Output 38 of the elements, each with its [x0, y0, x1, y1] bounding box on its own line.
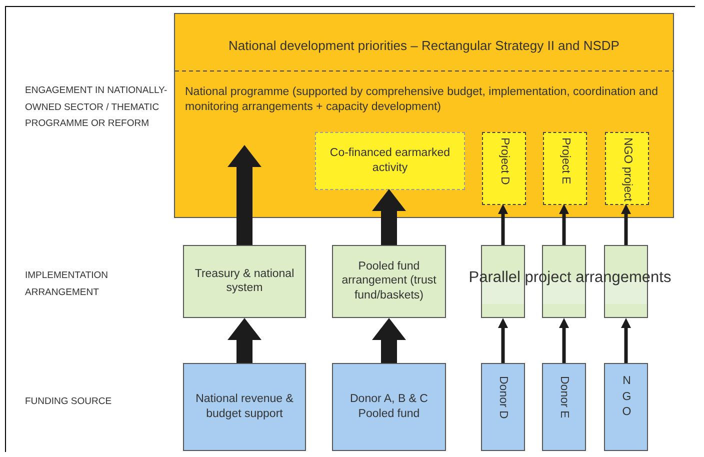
arrow: [498, 318, 508, 363]
project-box: [605, 132, 649, 205]
project-box: [482, 132, 526, 205]
arrangement-box: [332, 245, 446, 318]
funding-box: [542, 363, 586, 451]
arrow: [228, 145, 262, 245]
funding-box: [183, 363, 306, 451]
arrow: [621, 204, 631, 245]
arrow: [372, 318, 406, 363]
project-box: [543, 132, 587, 205]
box-text: Co-financed earmarked activity: [328, 146, 452, 176]
box-text: NGO project: [620, 137, 634, 202]
box-text: Project E: [558, 137, 572, 186]
box-text: Treasury & national system: [194, 266, 296, 296]
activity-box: [315, 132, 465, 190]
box-text: N G O: [621, 374, 632, 420]
row-label: IMPLEMENTATION ARRANGEMENT: [25, 269, 110, 300]
arrow: [228, 318, 262, 363]
box-text: Donor A, B & C Pooled fund: [349, 392, 429, 422]
programme-box: [174, 13, 674, 218]
box-text: Donor E: [557, 376, 572, 420]
heading: National development priorities – Rectangular Strategy II and NSDP: [228, 38, 620, 55]
arrow: [372, 189, 406, 245]
arrow: [559, 204, 569, 245]
funding-box: [604, 363, 648, 451]
arrangement-box: [183, 245, 306, 318]
funding-box: [481, 363, 525, 451]
arrow: [559, 318, 569, 363]
description: National programme (supported by comprehensive budget, implementation, coordination and monitoring arrangements + capacity development): [185, 85, 660, 115]
funding-box: [332, 363, 446, 451]
arrow: [621, 318, 631, 363]
box-text: Donor D: [496, 376, 510, 421]
box-text: National revenue & budget support: [194, 392, 294, 422]
row-label: ENGAGEMENT IN NATIONALLY-OWNED SECTOR / THEMATIC PROGRAMME OR REFORM: [25, 84, 168, 132]
box-text: Pooled fund arrangement (trust fund/baskets): [340, 259, 438, 304]
box-text: Project D: [497, 137, 512, 186]
row-label: FUNDING SOURCE: [25, 395, 113, 409]
arrow: [498, 204, 508, 245]
